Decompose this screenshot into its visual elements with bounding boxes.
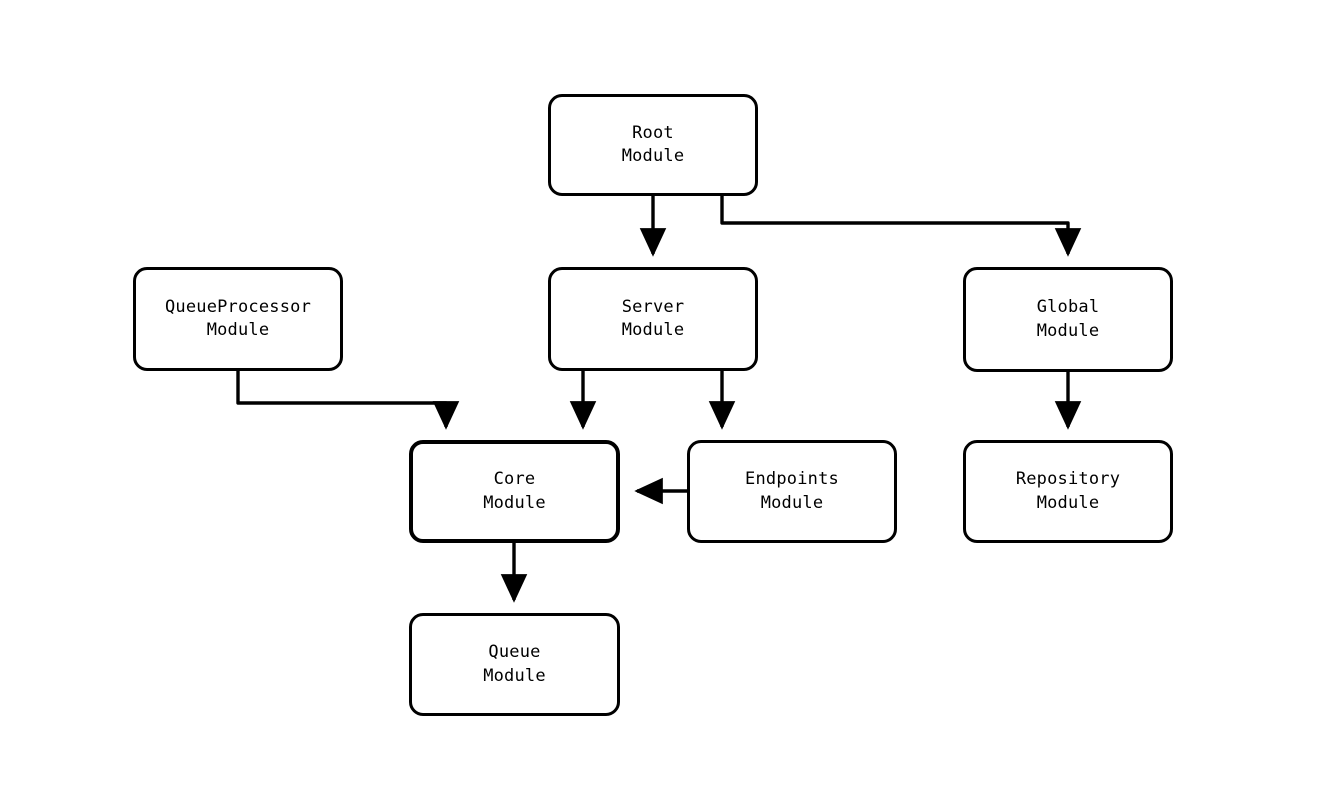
node-label-secondary: Module [760, 492, 824, 513]
node-label-primary: Queue [488, 642, 541, 663]
node-label-primary: QueueProcessor [164, 296, 312, 317]
node-label-primary: Server [621, 296, 685, 317]
node-label-primary: Repository [1015, 469, 1121, 490]
node-label-primary: Root [632, 122, 674, 143]
node-label-secondary: Module [483, 665, 546, 686]
node-label-secondary: Module [621, 146, 685, 166]
edge-queueprocessor-core [236, 371, 460, 430]
node-label-secondary: Module [483, 492, 546, 513]
node-label-secondary: Module [621, 320, 685, 340]
node-label-primary: Global [1036, 297, 1100, 318]
node-label-secondary: Module [1036, 492, 1100, 513]
node-label-secondary: Module [206, 320, 270, 340]
node-label-secondary: Module [1036, 320, 1100, 341]
edge-root-global [720, 196, 1082, 257]
node-label-primary: Core [493, 469, 536, 490]
node-label-primary: Endpoints [745, 469, 839, 490]
